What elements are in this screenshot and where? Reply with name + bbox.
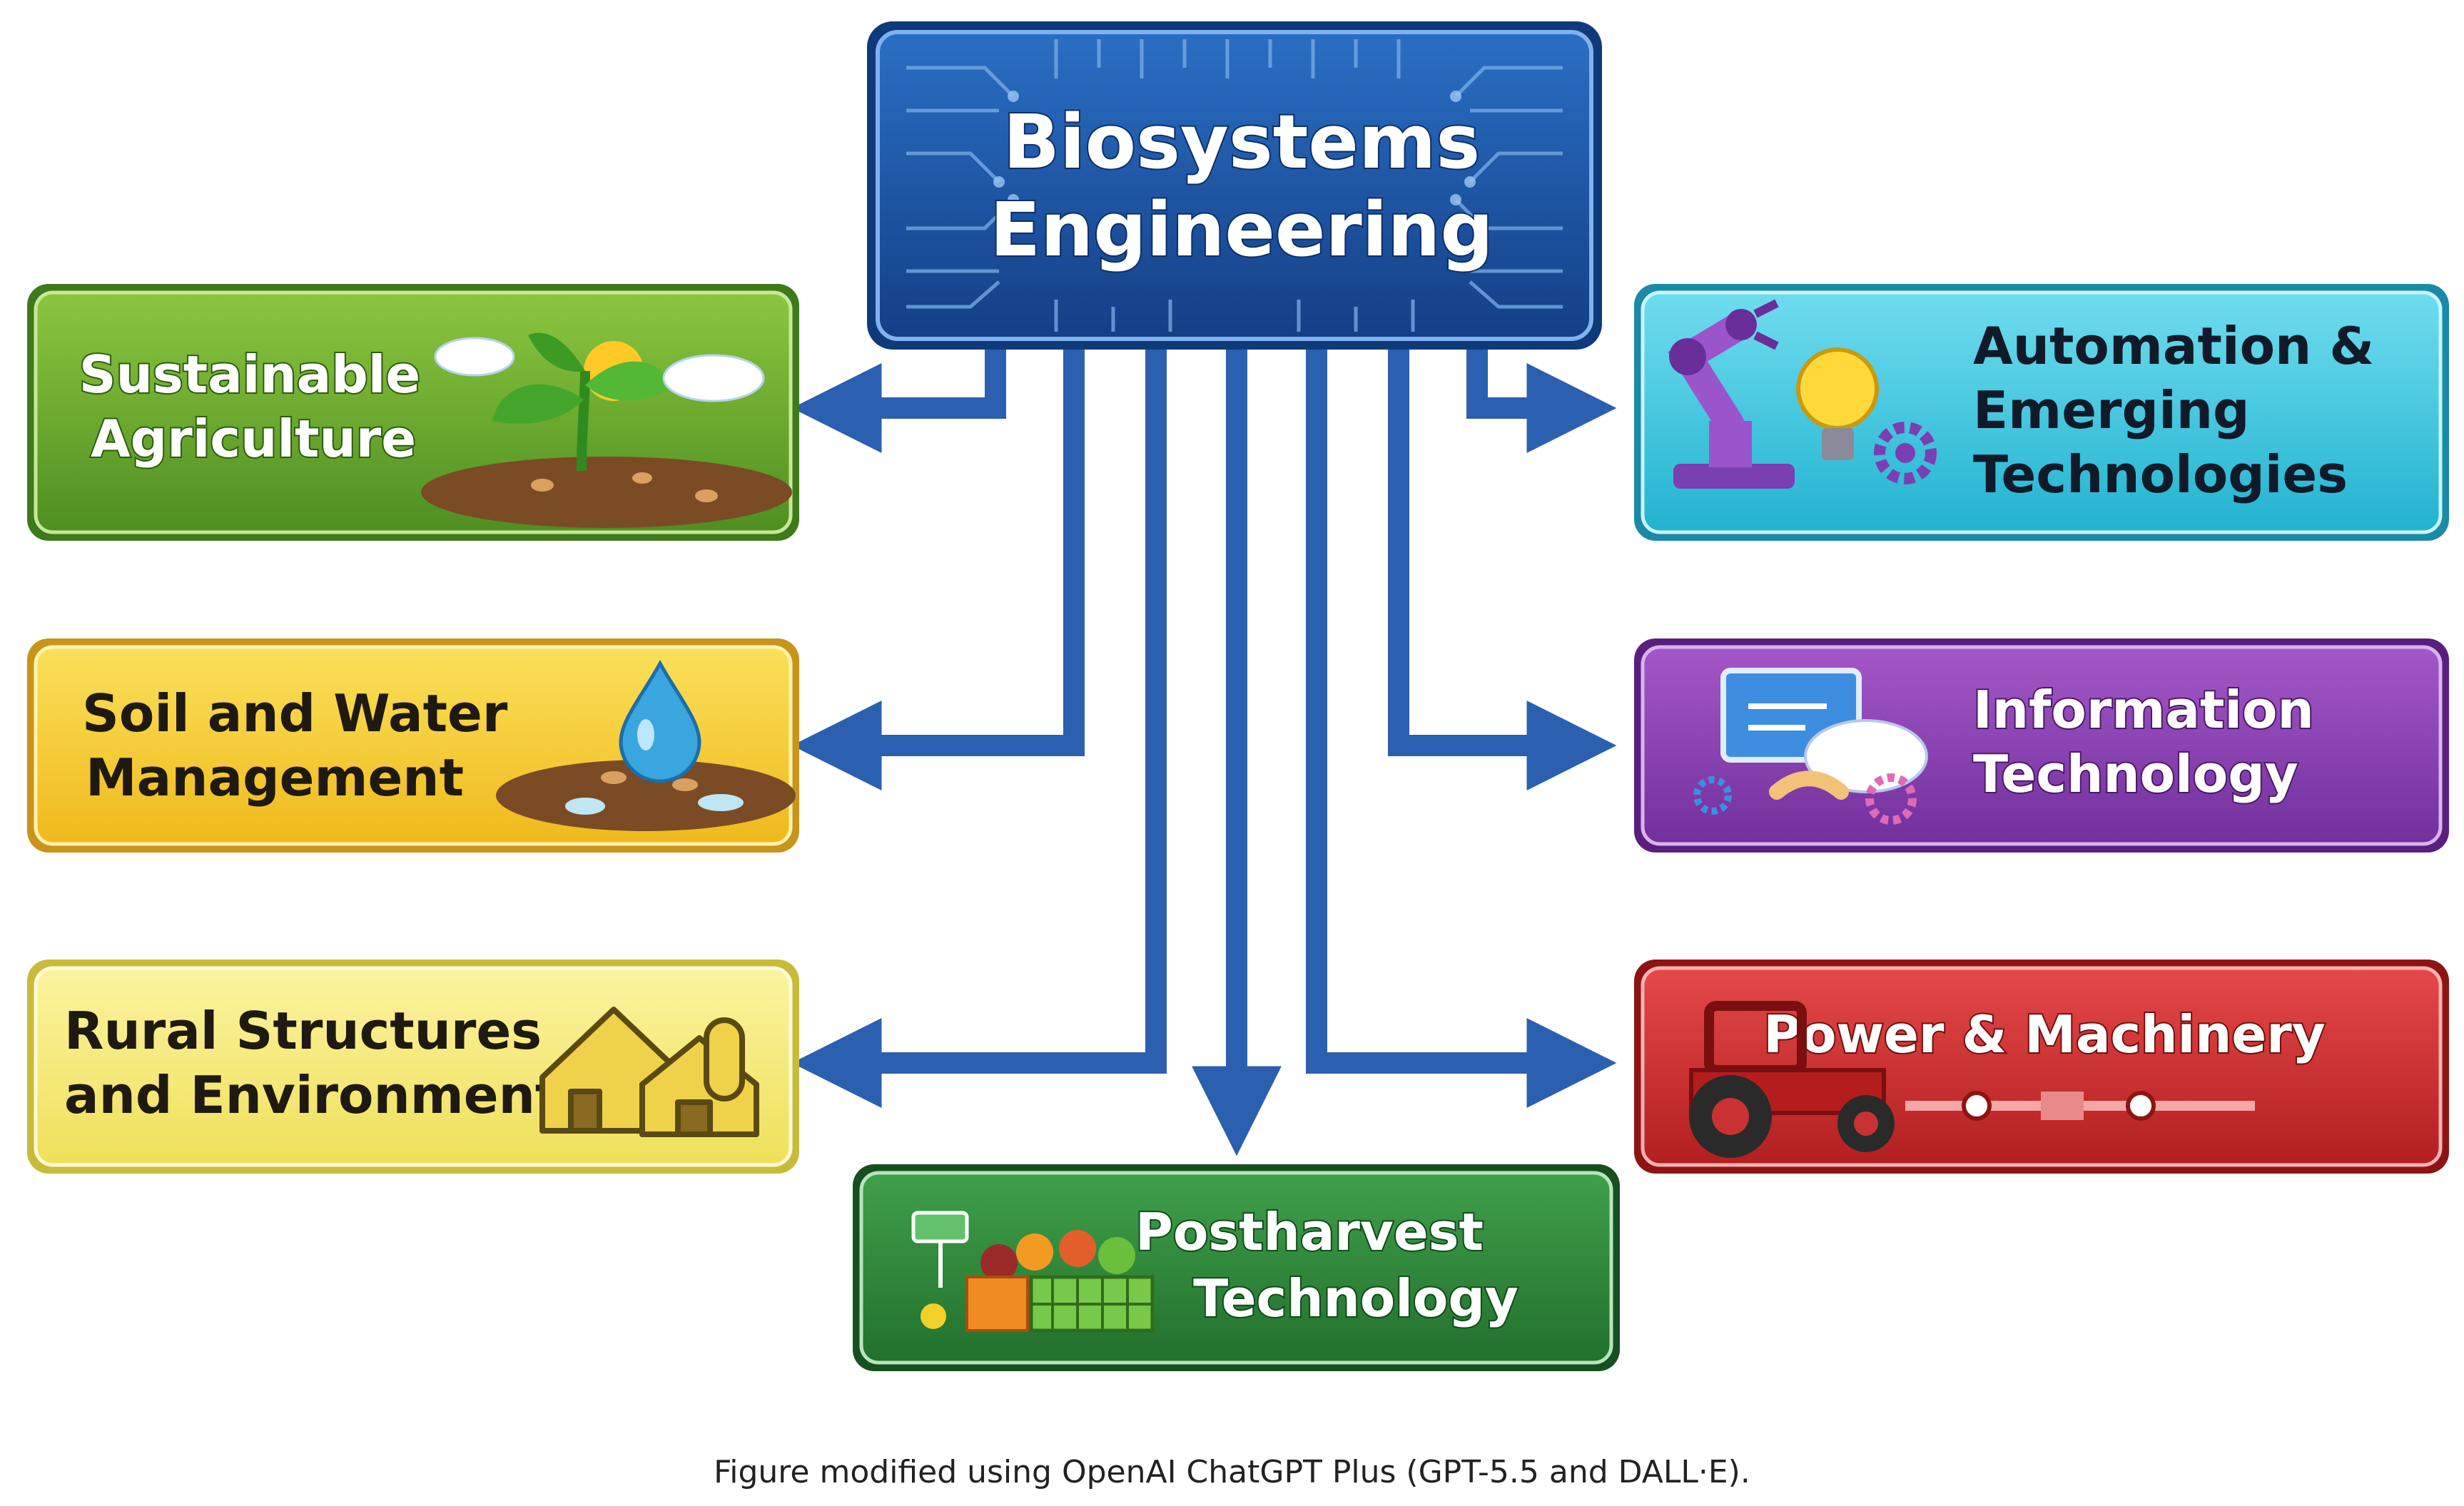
arrow-to-automation — [1466, 350, 1617, 453]
plant-sprout-icon — [421, 332, 792, 528]
node-label-line: Emerging — [1973, 380, 2250, 440]
node-label-line: Soil and Water — [82, 683, 508, 743]
node-label-line: and Environment — [64, 1065, 559, 1125]
title-line-1: Biosystems — [1003, 98, 1480, 185]
title-box: Biosystems Engineering — [867, 21, 1602, 350]
connector-arrows — [791, 350, 1617, 1156]
node-soil-water-management: Soil and Water Management — [27, 638, 799, 853]
node-automation-emerging-technologies: Automation & Emerging Technologies — [1634, 284, 2449, 541]
arrow-to-rural-structures — [791, 350, 1167, 1108]
node-label-line: Power & Machinery — [1763, 1004, 2325, 1064]
water-drop-icon — [496, 659, 796, 831]
node-label-line: Management — [86, 748, 464, 808]
arrow-to-information-technology — [1388, 350, 1617, 790]
node-label-line: Technology — [1973, 744, 2298, 804]
node-label-line: Technology — [1193, 1268, 1519, 1328]
node-label-line: Automation & — [1973, 316, 2374, 376]
tractor-icon — [1689, 1001, 2255, 1158]
node-label-line: Postharvest — [1135, 1202, 1484, 1262]
computer-cloud-handshake-icon — [1693, 668, 1928, 825]
node-postharvest-technology: Postharvest Technology — [853, 1164, 1620, 1371]
vegetable-crate-icon — [911, 1211, 1155, 1333]
node-rural-structures-environment: Rural Structures and Environment — [27, 960, 799, 1174]
figure-caption: Figure modified using OpenAI ChatGPT Plu… — [714, 1454, 1750, 1490]
title-line-2: Engineering — [990, 186, 1494, 273]
node-label-line: Rural Structures — [64, 1001, 542, 1061]
node-label-line: Agriculture — [91, 409, 416, 469]
robot-arm-lightbulb-icon — [1668, 299, 1937, 489]
node-information-technology: Information Technology — [1634, 638, 2449, 853]
node-label-line: Information — [1973, 680, 2314, 740]
arrow-to-soil-water — [791, 350, 1085, 790]
arrow-to-sustainable-agriculture — [791, 350, 1006, 453]
node-label-line: Technologies — [1973, 444, 2348, 504]
node-sustainable-agriculture: Sustainable Agriculture — [27, 284, 799, 541]
arrow-to-power-machinery — [1306, 350, 1617, 1108]
node-power-machinery: Power & Machinery — [1634, 960, 2449, 1174]
node-label-line: Sustainable — [79, 345, 421, 405]
circuit-pattern — [906, 39, 1563, 332]
farmhouse-icon — [539, 1007, 759, 1137]
